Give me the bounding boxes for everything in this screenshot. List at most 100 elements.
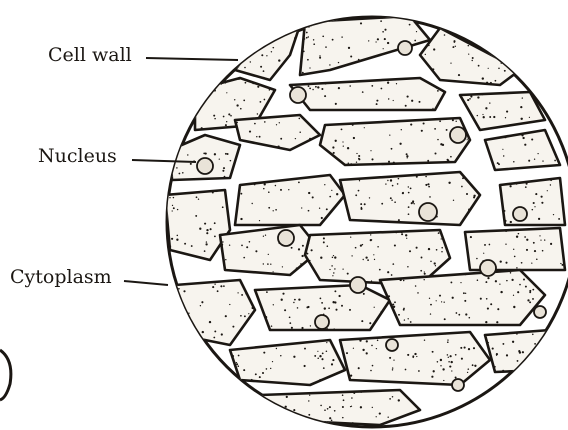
stipple-dot: [344, 199, 346, 201]
stipple-dot: [531, 138, 533, 140]
stipple-dot: [212, 286, 214, 288]
stipple-dot: [533, 242, 535, 244]
stipple-dot: [202, 331, 204, 333]
stipple-dot: [324, 95, 326, 97]
stipple-dot: [310, 325, 311, 326]
stipple-dot: [496, 355, 497, 356]
stipple-dot: [520, 106, 522, 108]
cell: [340, 332, 490, 385]
stipple-dot: [366, 340, 368, 342]
stipple-dot: [375, 41, 376, 42]
stipple-dot: [289, 316, 291, 318]
stipple-dot: [534, 250, 536, 252]
stipple-dot: [323, 237, 325, 239]
stipple-dot: [393, 100, 394, 101]
stipple-dot: [411, 100, 413, 102]
stipple-dot: [249, 241, 251, 243]
stipple-dot: [394, 201, 396, 203]
stipple-dot: [321, 217, 323, 219]
stipple-dot: [371, 280, 372, 281]
stipple-dot: [358, 155, 360, 157]
stipple-dot: [468, 54, 469, 55]
stipple-dot: [345, 360, 347, 362]
stipple-dot: [436, 300, 437, 301]
stipple-dot: [468, 368, 470, 370]
stipple-dot: [222, 170, 224, 172]
cytoplasm-label: Cytoplasm: [10, 268, 112, 287]
stipple-dot: [202, 99, 204, 101]
stipple-dot: [385, 183, 386, 184]
stipple-dot: [371, 158, 373, 160]
edge-fragment-icon: [0, 350, 11, 400]
stipple-dot: [334, 256, 336, 258]
stipple-dot: [401, 233, 403, 235]
stipple-dot: [267, 263, 269, 265]
stipple-dot: [469, 317, 471, 319]
stipple-dot: [517, 360, 519, 362]
stipple-dot: [497, 308, 499, 310]
stipple-dot: [379, 269, 381, 271]
stipple-dot: [398, 219, 400, 221]
stipple-dot: [243, 257, 245, 259]
stipple-dot: [468, 209, 470, 211]
stipple-dot: [254, 123, 256, 125]
stipple-dot: [411, 109, 412, 110]
stipple-dot: [225, 315, 227, 317]
stipple-dot: [464, 347, 466, 349]
stipple-dot: [376, 348, 377, 349]
stipple-dot: [482, 114, 483, 115]
stipple-dot: [302, 72, 304, 74]
stipple-dot: [297, 307, 299, 309]
stipple-dot: [506, 354, 508, 356]
stipple-dot: [498, 68, 500, 70]
stipple-dot: [199, 91, 201, 93]
stipple-dot: [251, 379, 253, 381]
stipple-dot: [405, 234, 407, 236]
stipple-dot: [228, 113, 230, 115]
stipple-dot: [329, 64, 330, 65]
stipple-dot: [182, 172, 184, 174]
stipple-dot: [322, 35, 324, 37]
stipple-dot: [279, 122, 280, 123]
stipple-dot: [268, 254, 269, 255]
stipple-dot: [373, 254, 374, 255]
nucleus-icon: [278, 230, 294, 246]
stipple-dot: [504, 70, 506, 72]
stipple-dot: [441, 247, 443, 249]
stipple-dot: [473, 196, 475, 198]
stipple-dot: [252, 83, 254, 85]
stipple-dot: [447, 341, 449, 343]
stipple-dot: [488, 342, 489, 343]
stipple-dot: [391, 199, 393, 201]
stipple-dot: [429, 298, 430, 299]
stipple-dot: [338, 62, 339, 63]
stipple-dot: [257, 113, 258, 114]
stipple-dot: [222, 241, 223, 242]
stipple-dot: [488, 68, 489, 69]
stipple-dot: [238, 78, 240, 80]
stipple-dot: [276, 348, 277, 349]
stipple-dot: [439, 120, 441, 122]
stipple-dot: [387, 180, 388, 181]
stipple-dot: [284, 309, 286, 311]
stipple-dot: [341, 305, 343, 307]
stipple-dot: [280, 138, 282, 140]
stipple-dot: [203, 153, 205, 155]
stipple-dot: [304, 38, 305, 39]
stipple-dot: [510, 272, 512, 274]
stipple-dot: [319, 55, 320, 56]
stipple-dot: [359, 180, 360, 181]
stipple-dot: [541, 202, 543, 204]
stipple-dot: [177, 209, 178, 210]
stipple-dot: [448, 182, 450, 184]
stipple-dot: [263, 70, 265, 72]
stipple-dot: [348, 163, 349, 164]
stipple-dot: [470, 95, 472, 97]
stipple-dot: [365, 256, 367, 258]
stipple-dot: [353, 137, 355, 139]
stipple-dot: [352, 422, 354, 424]
stipple-dot: [317, 357, 319, 359]
stipple-dot: [430, 313, 431, 314]
stipple-dot: [392, 303, 394, 305]
stipple-dot: [383, 48, 384, 49]
